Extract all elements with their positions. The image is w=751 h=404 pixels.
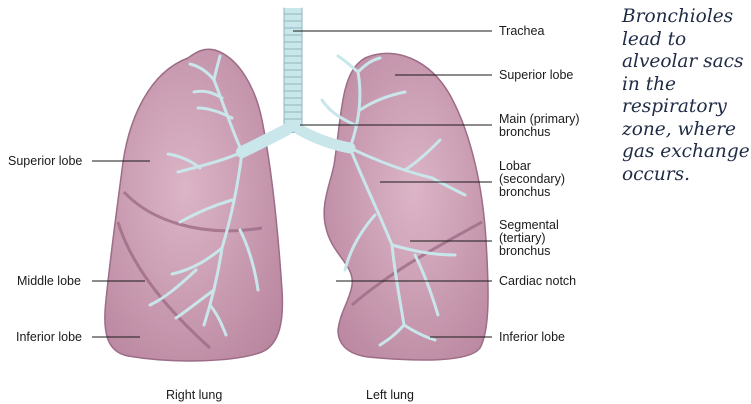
caption-text: Bronchioles lead to alveolar sacs in the… <box>622 6 750 186</box>
right-lung-shape <box>105 49 283 361</box>
label-main-bronchus: Main (primary) bronchus <box>499 112 583 139</box>
left-lung <box>324 53 488 360</box>
label-trachea: Trachea <box>499 24 544 38</box>
label-superior-lobe-right: Superior lobe <box>8 154 82 168</box>
label-segmental-bronchus-line-3: bronchus <box>499 244 550 258</box>
label-lobar-bronchus-line-1: Lobar <box>499 159 531 173</box>
label-main-bronchus-line-1: Main (primary) <box>499 112 580 126</box>
right-lung <box>105 49 283 361</box>
label-cardiac-notch: Cardiac notch <box>499 274 576 288</box>
label-left-lung: Left lung <box>366 388 414 402</box>
label-lobar-bronchus-line-3: bronchus <box>499 185 550 199</box>
label-superior-lobe-left: Superior lobe <box>499 68 573 82</box>
label-right-lung: Right lung <box>166 388 222 402</box>
label-middle-lobe: Middle lobe <box>17 274 81 288</box>
label-lobar-bronchus-line-2: (secondary) <box>499 172 565 186</box>
label-lobar-bronchus: Lobar (secondary) bronchus <box>499 159 568 199</box>
label-main-bronchus-line-2: bronchus <box>499 125 550 139</box>
label-segmental-bronchus-line-1: Segmental <box>499 218 559 232</box>
label-inferior-lobe-right: Inferior lobe <box>16 330 82 344</box>
label-inferior-lobe-left: Inferior lobe <box>499 330 565 344</box>
left-lung-shape <box>324 53 488 360</box>
label-segmental-bronchus: Segmental (tertiary) bronchus <box>499 218 562 258</box>
label-segmental-bronchus-line-2: (tertiary) <box>499 231 546 245</box>
